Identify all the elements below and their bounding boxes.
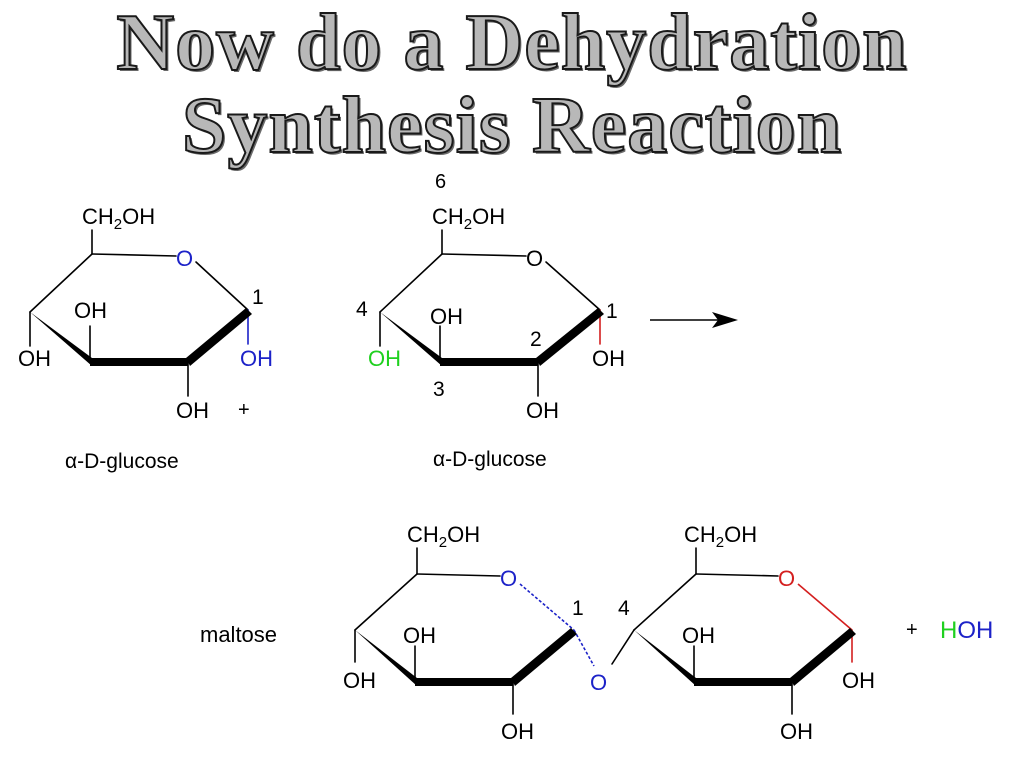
carbon-number-1: 1 <box>572 597 584 620</box>
bridge-oxygen: O <box>590 670 607 695</box>
slide-title: Now do a Dehydration Synthesis Reaction <box>0 0 1024 170</box>
plus-sign: + <box>906 619 918 641</box>
maltose-label: maltose <box>200 622 277 647</box>
ch2oh-label: CH2OH <box>432 204 505 233</box>
hydroxyl-c4: OH <box>368 346 401 371</box>
glucose-right: 6 CH2OH O 1 2 3 4 OH OH OH OH α-D-glucos… <box>356 171 625 471</box>
title-line-2: Synthesis Reaction <box>181 82 843 170</box>
ring-bond-red <box>797 583 853 631</box>
right-ch2oh-label: CH2OH <box>684 522 757 551</box>
carbon-number-6: 6 <box>435 171 446 193</box>
right-hydroxyl-upper: OH <box>682 623 715 648</box>
maltose: maltose CH2OH O OH OH OH 1 4 O <box>200 522 993 744</box>
bond <box>91 253 177 257</box>
hydroxyl-left: OH <box>18 346 51 371</box>
hydroxyl-bottom: OH <box>176 398 209 423</box>
wedge-bond <box>380 312 442 366</box>
arrow-head <box>712 312 738 328</box>
glycosidic-bond <box>573 629 595 667</box>
bond <box>611 629 635 665</box>
bond <box>354 573 418 631</box>
carbon-number-4: 4 <box>356 298 368 321</box>
right-hydroxyl-bottom: OH <box>780 719 813 744</box>
wedge-bond <box>30 312 92 366</box>
wedge-bond <box>790 628 856 686</box>
water-formula: HOH <box>940 617 993 644</box>
bond <box>195 261 249 311</box>
glycosidic-bond <box>519 583 575 631</box>
wedge-bond <box>511 628 577 686</box>
bond <box>441 253 527 257</box>
wedge-bond <box>186 308 252 366</box>
bond <box>29 253 93 313</box>
ch2oh-label: CH2OH <box>82 204 155 233</box>
carbon-number-3: 3 <box>433 378 445 401</box>
ring-oxygen: O <box>526 246 543 271</box>
hydroxyl-c1: OH <box>592 346 625 371</box>
plus-sign: + <box>238 399 250 421</box>
hydroxyl-upper: OH <box>430 304 463 329</box>
right-ring-oxygen: O <box>778 566 795 591</box>
carbon-number-4: 4 <box>618 597 630 620</box>
hydroxyl-c1: OH <box>240 346 273 371</box>
left-hydroxyl-side: OH <box>343 668 376 693</box>
left-hydroxyl-bottom: OH <box>501 719 534 744</box>
wedge-bond <box>536 308 604 366</box>
bond <box>416 573 501 577</box>
right-hydroxyl-side: OH <box>842 668 875 693</box>
carbon-number-2: 2 <box>530 328 542 351</box>
title-line-1: Now do a Dehydration <box>115 0 908 87</box>
hydroxyl-upper: OH <box>74 298 107 323</box>
ring-oxygen: O <box>176 246 193 271</box>
carbon-number-1: 1 <box>252 286 264 309</box>
carbon-number-1: 1 <box>606 300 618 323</box>
left-ring-oxygen: O <box>500 566 517 591</box>
bond <box>379 253 443 313</box>
molecule-name: α-D-glucose <box>433 448 547 471</box>
reaction-arrow <box>650 312 738 328</box>
hydroxyl-bottom: OH <box>526 398 559 423</box>
bond <box>695 573 779 577</box>
left-hydroxyl-upper: OH <box>403 623 436 648</box>
molecule-name: α-D-glucose <box>65 450 179 473</box>
bond <box>545 261 601 311</box>
left-ch2oh-label: CH2OH <box>407 522 480 551</box>
wedge-bond <box>355 630 417 686</box>
bond <box>633 573 697 631</box>
wedge-bond <box>634 630 696 686</box>
glucose-left: CH2OH O 1 OH OH OH OH + α-D-glucose <box>18 204 273 473</box>
